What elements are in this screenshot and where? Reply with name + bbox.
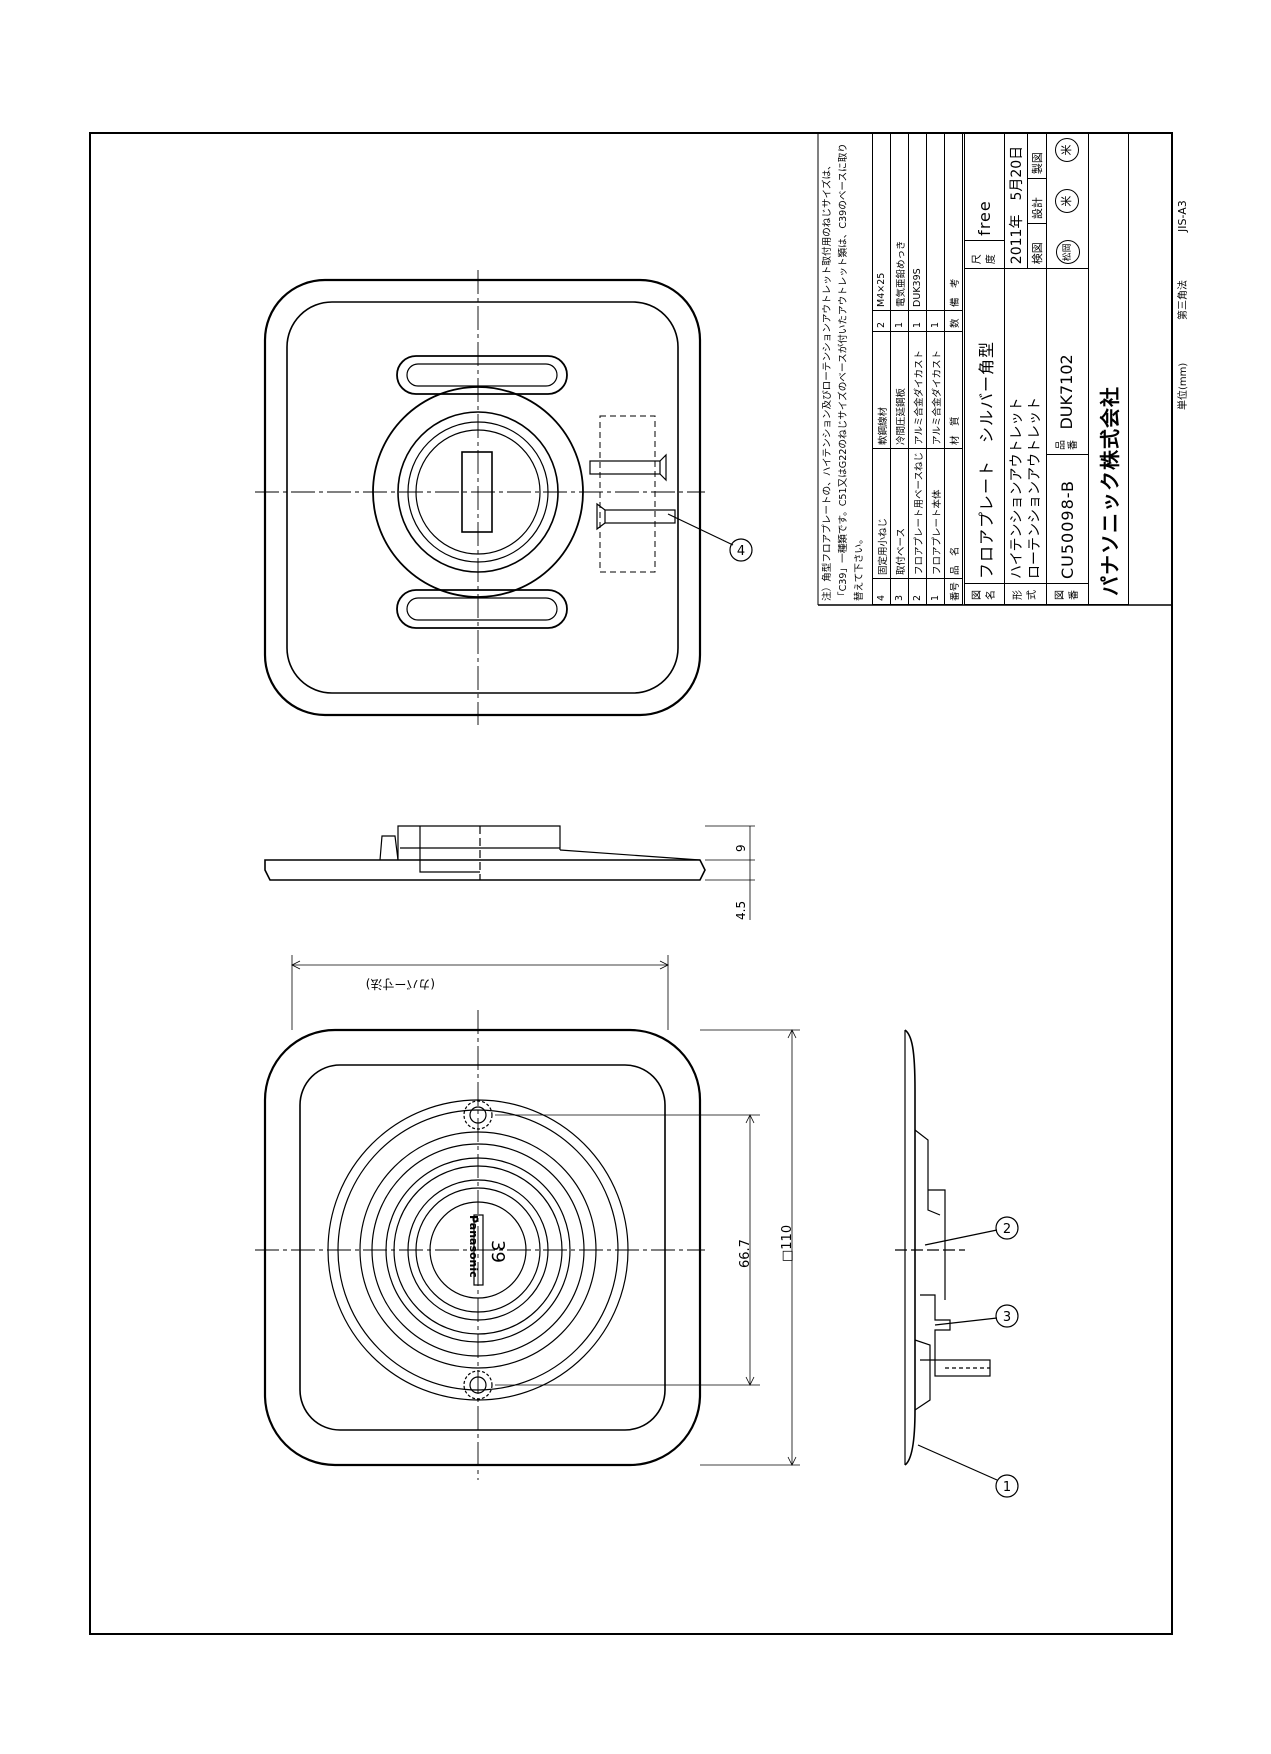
part-remarks xyxy=(926,133,945,311)
type-line-1: ハイテンションアウトレット xyxy=(1008,397,1025,579)
stamp-draw: 米 xyxy=(1055,138,1079,162)
part-qty: 1 xyxy=(926,310,945,332)
part-remarks: 電気亜鉛めっき xyxy=(890,133,909,311)
base-size-label: 39 xyxy=(487,1240,508,1263)
part-name: フロアプレート用ベースねじ xyxy=(908,448,927,579)
stamp-design: 米 xyxy=(1055,189,1079,214)
label-name-1: 図 xyxy=(971,590,983,600)
drawing-date: 2011年 5月20日 xyxy=(1005,134,1028,269)
dim-66-7: 66.7 xyxy=(738,1239,753,1268)
part-remarks: DUK39S xyxy=(908,133,927,311)
label-draw: 製図 xyxy=(1031,152,1044,175)
part-no: 2 xyxy=(908,578,927,605)
header-name: 品 名 xyxy=(944,448,963,579)
row-number: 図 番 CU50098-B 品 番 DUK7102 松岡 米 米 xyxy=(1046,133,1089,605)
type-line-2: ローテンションアウトレット xyxy=(1026,397,1043,579)
label-dwgno-2: 番 xyxy=(1068,590,1080,600)
label-type-2: 式 xyxy=(1026,590,1038,600)
part-name: 固定用小ねじ xyxy=(872,448,891,579)
dim-110: □110 xyxy=(780,1225,795,1262)
product-number: DUK7102 xyxy=(1056,354,1076,430)
drawing-frame xyxy=(89,132,1173,1635)
header-no: 番号 xyxy=(944,578,963,605)
title-block: 注）角型フロアプレートの、ハイテンション及びローテンションアウトレット取付用のね… xyxy=(818,133,1172,605)
balloon-4: 4 xyxy=(737,544,745,559)
parts-header: 番号 品 名 材 質 数 備 考 xyxy=(944,133,963,605)
part-material: 冷間圧延鋼板 xyxy=(890,331,909,449)
dim-4-5: 4.5 xyxy=(734,901,748,920)
label-prod-2: 番 xyxy=(1067,440,1079,450)
dim-cover: (カバー寸法) xyxy=(366,977,435,991)
table-row: 3 取付ベース 冷間圧延鋼板 1 電気亜鉛めっき xyxy=(890,133,909,605)
dim-9: 9 xyxy=(734,844,748,852)
balloon-3: 3 xyxy=(1003,1310,1011,1325)
label-dwgno-1: 図 xyxy=(1054,590,1066,600)
drawing-name: フロアプレート シルバー角型 xyxy=(964,268,1005,584)
header-material: 材 質 xyxy=(944,331,963,449)
label-design: 設計 xyxy=(1028,178,1046,224)
label-scale-2: 度 xyxy=(985,254,997,265)
part-remarks: M4×25 xyxy=(872,133,891,311)
projection-method: 第三角法 xyxy=(1176,280,1189,320)
row-drawing-name: 図 名 フロアプレート シルバー角型 尺 度 free xyxy=(964,133,1005,605)
part-name: フロアプレート本体 xyxy=(926,448,945,579)
unit-label: 単位(mm) xyxy=(1176,363,1189,410)
part-qty: 1 xyxy=(890,310,909,332)
scale-value: free xyxy=(964,133,1005,241)
row-type: 形 式 ハイテンションアウトレット ローテンションアウトレット 2011年 5月… xyxy=(1004,133,1047,605)
plate-section-view xyxy=(895,1029,1019,1498)
balloon-1: 1 xyxy=(1003,1480,1011,1495)
part-no: 1 xyxy=(926,578,945,605)
balloon-2: 2 xyxy=(1003,1222,1011,1237)
row-company: パナソニック株式会社 xyxy=(1088,133,1129,605)
table-row: 4 固定用小ねじ 軟鋼線材 2 M4×25 xyxy=(872,133,891,605)
label-prod-1: 品 xyxy=(1055,440,1067,450)
paper-size: JIS-A3 xyxy=(1176,200,1189,233)
label-type-1: 形 xyxy=(1012,590,1024,600)
drawing-note: 注）角型フロアプレートの、ハイテンション及びローテンションアウトレット取付用のね… xyxy=(822,143,865,601)
part-material: 軟鋼線材 xyxy=(872,331,891,449)
part-qty: 2 xyxy=(872,310,891,332)
plate-top-view: 4 xyxy=(255,270,753,725)
part-no: 3 xyxy=(890,578,909,605)
brand-marking: Panasonic xyxy=(467,1215,480,1278)
table-row: 1 フロアプレート本体 アルミ合金ダイカスト 1 xyxy=(926,133,945,605)
title-grid: 図 名 フロアプレート シルバー角型 尺 度 free 形 式 ハイテンションア… xyxy=(964,133,1129,605)
part-qty: 1 xyxy=(908,310,927,332)
parts-list: 4 固定用小ねじ 軟鋼線材 2 M4×25 3 取付ベース 冷間圧延鋼板 1 電… xyxy=(872,133,963,605)
part-material: アルミ合金ダイカスト xyxy=(908,331,927,449)
drawing-number: CU50098-B xyxy=(1046,454,1089,584)
label-name-2: 名 xyxy=(985,590,997,600)
table-row: 2 フロアプレート用ベースねじ アルミ合金ダイカスト 1 DUK39S xyxy=(908,133,927,605)
part-material: アルミ合金ダイカスト xyxy=(926,331,945,449)
stamp-inspect: 松岡 xyxy=(1056,240,1080,265)
part-no: 4 xyxy=(872,578,891,605)
plate-bottom-view xyxy=(255,955,800,1480)
plate-side-view xyxy=(264,825,755,920)
part-name: 取付ベース xyxy=(890,448,909,579)
label-inspect: 検図 xyxy=(1028,223,1046,269)
header-remarks: 備 考 xyxy=(944,133,963,311)
header-qty: 数 xyxy=(944,310,963,332)
label-scale-1: 尺 xyxy=(971,254,983,265)
company-name: パナソニック株式会社 xyxy=(1088,133,1129,605)
